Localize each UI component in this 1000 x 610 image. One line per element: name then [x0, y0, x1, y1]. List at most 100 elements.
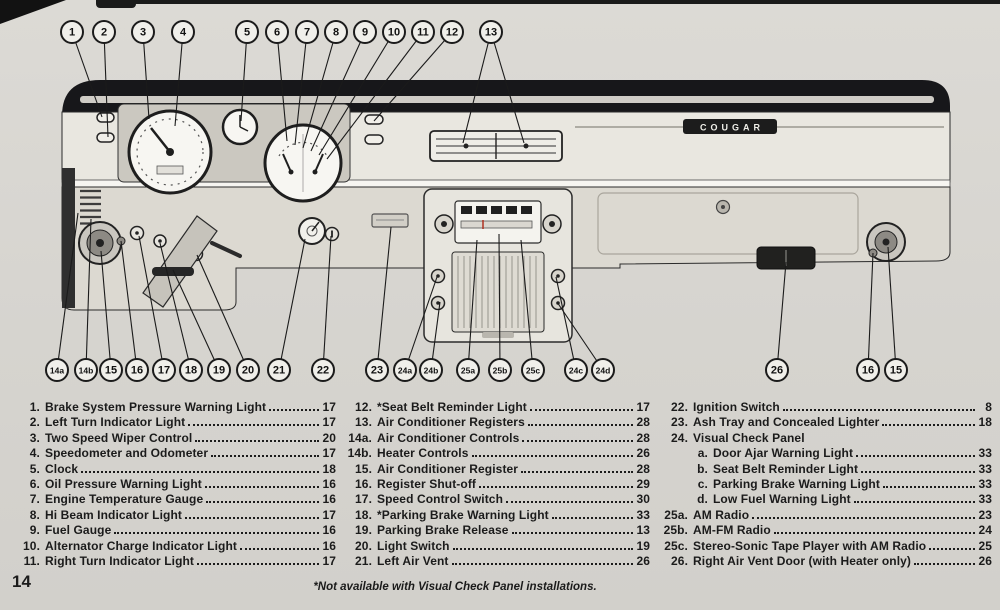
legend-item-page: 24	[978, 523, 992, 538]
callout-leader-line	[462, 31, 492, 144]
callout-label: 15	[890, 365, 902, 377]
callout-12: 12	[373, 20, 464, 122]
legend-item-label: Two Speed Wiper Control	[45, 430, 193, 445]
legend-item-label: Hi Beam Indicator Light	[45, 507, 182, 522]
legend-item-number: c.	[697, 476, 708, 491]
dot-leader	[114, 532, 319, 535]
legend-item-number: d.	[697, 492, 708, 507]
callout-16: 16	[856, 252, 880, 382]
dot-leader	[522, 439, 633, 442]
dot-leader	[197, 562, 319, 565]
dot-leader	[506, 501, 633, 504]
legend-item-label: Speed Control Switch	[377, 492, 504, 507]
callout-leader-line	[326, 31, 424, 160]
legend-item-page: 17	[322, 446, 336, 461]
callout-label: 14b	[79, 366, 94, 376]
callout-label: 25c	[526, 366, 540, 376]
legend-item-number: 21.	[355, 553, 372, 568]
callout-label: 19	[213, 365, 225, 377]
legend-item-number: 17.	[355, 492, 372, 507]
legend-item-number: 3.	[29, 430, 40, 445]
callout-leader-line	[322, 235, 332, 371]
callout-label: 2	[101, 27, 107, 39]
callout-leader-line	[887, 246, 897, 371]
legend-item-page: 33	[978, 476, 992, 491]
legend-item-page: 16	[322, 523, 336, 538]
gauge-cluster	[263, 123, 343, 203]
legend-item-label: Seat Belt Reminder Light	[713, 461, 859, 476]
speedometer	[127, 109, 213, 195]
callout-circle	[353, 20, 377, 44]
dot-leader	[195, 439, 319, 442]
callout-label: 9	[362, 27, 368, 39]
page-footnote: *Not available with Visual Check Panel i…	[313, 581, 597, 593]
callout-circle	[856, 358, 880, 382]
callout-label: 25a	[461, 366, 475, 376]
legend-item-number: a.	[697, 446, 708, 461]
callout-24d: 24d	[556, 301, 615, 382]
legend-item-label: Low Fuel Warning Light	[713, 492, 851, 507]
callout-leader-line	[302, 31, 337, 149]
seat-belt-reminder-lights	[364, 114, 384, 145]
callout-17: 17	[138, 235, 176, 382]
callout-leader-line	[776, 261, 787, 371]
callout-13: 13	[462, 20, 525, 144]
callout-circle	[74, 358, 98, 382]
dot-leader	[914, 562, 975, 565]
legend-item-number: 8.	[29, 507, 40, 522]
callout-14a: 14a	[45, 212, 79, 382]
callout-25b: 25b	[488, 233, 512, 382]
callout-18: 18	[159, 242, 203, 382]
dot-leader	[521, 470, 633, 473]
callout-leader-line	[100, 250, 112, 371]
dot-leader	[471, 455, 633, 458]
cougar-nameplate: COUGAR	[683, 119, 777, 134]
legend-item-number: 25c.	[664, 538, 688, 553]
callout-leader-line	[103, 31, 109, 138]
callout-circle	[564, 358, 588, 382]
legend-item-label: Air Conditioner Register	[377, 461, 519, 476]
callout-label: 14a	[50, 366, 64, 376]
legend-item-label: Left Air Vent	[377, 553, 449, 568]
callout-label: 16	[131, 365, 143, 377]
ignition-switch	[324, 226, 340, 242]
callout-label: 10	[388, 27, 400, 39]
dashboard-diagram: COUGAR	[45, 20, 951, 382]
legend-item-page: 29	[636, 476, 650, 491]
callout-circle	[884, 358, 908, 382]
callout-leader-line	[498, 233, 501, 371]
legend-item-label: Door Ajar Warning Light	[713, 446, 854, 461]
legend-item-number: b.	[697, 461, 708, 476]
dot-leader	[551, 516, 633, 519]
dot-leader	[529, 409, 633, 411]
callout-label: 15	[105, 365, 117, 377]
callout-circle	[479, 20, 503, 44]
legend-item-number: 13.	[355, 415, 372, 430]
callout-label: 11	[417, 27, 429, 39]
legend-item-number: 25b.	[663, 523, 688, 538]
callout-20: 20	[196, 254, 260, 382]
legend-item-page: 23	[978, 507, 992, 522]
callout-leader-line	[467, 239, 478, 371]
callout-label: 1	[69, 27, 75, 39]
callout-leader-line	[172, 269, 220, 371]
callout-circle	[125, 358, 149, 382]
legend-item-page: 8	[985, 400, 992, 414]
callout-circle	[295, 20, 319, 44]
callout-label: 21	[273, 365, 285, 377]
legend-item-page: 17	[636, 400, 650, 414]
